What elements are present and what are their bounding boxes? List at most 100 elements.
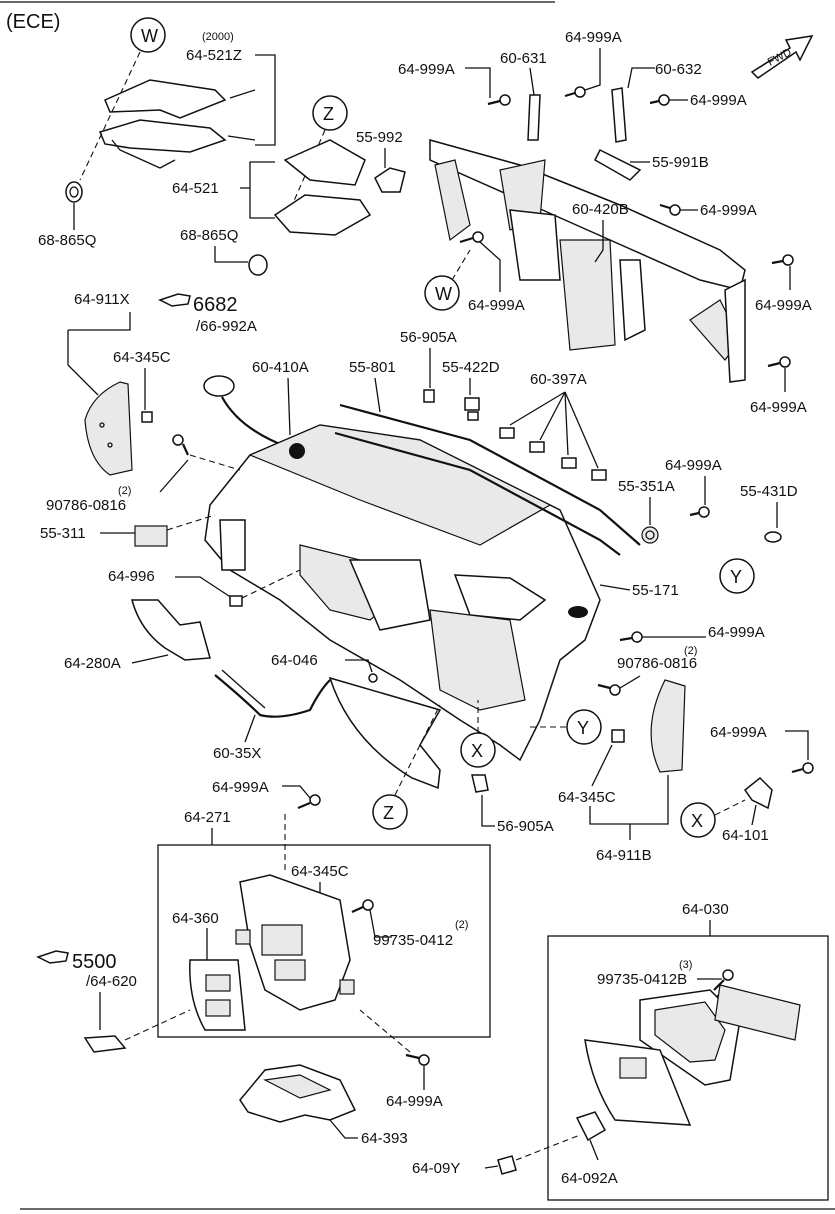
label-64-280A: 64-280A [64,655,121,672]
callout-y-right-label: Y [730,567,742,587]
label-55-351A: 55-351A [618,478,675,495]
side-panel-64-911B-drawing [650,679,686,773]
label-55-991B: 55-991B [652,154,709,171]
label-55-992: 55-992 [356,129,403,146]
label-64-999A-i: 64-999A [708,624,765,641]
label-64-999A-a: 64-999A [398,61,455,78]
glovebox-lid-lower [328,676,442,790]
cross-member-60-420B-drawing [429,87,746,383]
label-60-35X: 60-35X [213,745,261,762]
connectors-60-397A [499,391,607,481]
market-label: (ECE) [6,11,60,33]
callout-z-top-label: Z [323,104,334,124]
bolt-64-999A-j [791,762,814,774]
ref-64-620: /64-620 [86,973,137,990]
callout-y-mid [566,709,602,745]
qty-90786-b: (2) [684,645,697,657]
callout-w-top-label: W [141,26,158,46]
label-64-999A-d: 64-999A [700,202,757,219]
box-64-271 [157,844,491,1038]
latch-64-092A [575,1111,607,1142]
bolt-90786-0816-b [597,683,621,696]
label-64-999A-b: 64-999A [565,29,622,46]
qty-99735-a: (2) [455,919,468,931]
label-60-632: 60-632 [655,61,702,78]
bolt-64-999A-i [619,631,643,643]
clip-55-422D [464,397,480,421]
label-64-030: 64-030 [682,901,729,918]
label-56-905A-b: 56-905A [497,818,554,835]
label-64-09Y: 64-09Y [412,1160,460,1177]
bracket-64-101 [743,776,773,810]
callout-w-mid [424,275,460,311]
callout-y-right [719,558,755,594]
label-64-345C-b: 64-345C [558,789,616,806]
qty-99735-b: (3) [679,959,692,971]
label-60-410A: 60-410A [252,359,309,376]
label-64-101: 64-101 [722,827,769,844]
callout-x-right [680,802,716,838]
label-60-631: 60-631 [500,50,547,67]
clip-64-620 [83,1035,127,1053]
label-64-999A-e: 64-999A [468,297,525,314]
clip-64-345C-a [141,411,153,423]
label-64-360: 64-360 [172,910,219,927]
label-64-911X: 64-911X [74,291,130,308]
bolt-64-999A-g [767,356,791,368]
label-99735-0412B: 99735-0412B [597,971,687,988]
label-60-397A: 60-397A [530,371,587,388]
label-64-999A-k: 64-999A [212,779,269,796]
clip-68-865Q-b [248,254,268,276]
bolt-64-999A-k [297,794,321,810]
side-panel-64-911X-drawing [84,381,133,476]
label-64-521: 64-521 [172,180,219,197]
console-bezel-64-271 [235,874,355,1011]
label-68-865Q-b: 68-865Q [180,227,238,244]
panel-64-360 [189,959,246,1031]
lower-cover-64-393 [239,1064,357,1123]
dashboard-60-410A-drawing [204,424,601,762]
label-64-345C-a: 64-345C [113,349,171,366]
label-64-999A-f: 64-999A [755,297,812,314]
label-64-999A-l: 64-999A [386,1093,443,1110]
callout-z-mid [372,794,408,830]
label-64-996: 64-996 [108,568,155,585]
ref-6682: 6682 [193,294,238,316]
bolt-64-999A-l [405,1053,430,1066]
label-99735-0412: 99735-0412 [373,932,453,949]
callout-x-right-label: X [691,811,703,831]
cover-64-280A [131,599,211,661]
label-64-999A-h: 64-999A [665,457,722,474]
bracket-64-521-drawing [273,139,372,236]
callout-x-mid-label: X [471,741,483,761]
callout-w-top [130,17,166,53]
bolt-64-999A-e [459,231,484,244]
trim-55-801 [339,403,641,546]
clip-68-865Q-a [65,181,83,203]
clip-64-046 [368,673,378,683]
fwd-arrow-icon: FWD [750,35,814,79]
label-64-092A: 64-092A [561,1170,618,1187]
ref-5500: 5500 [72,951,117,973]
label-55-311: 55-311 [40,525,86,542]
callout-z-mid-label: Z [383,803,394,823]
label-55-171: 55-171 [632,582,679,599]
label-55-801: 55-801 [349,359,396,376]
bolt-64-999A-a [487,94,511,106]
pointer-hand-icon-5500 [36,950,69,964]
bolt-99735-0412B [713,969,734,991]
label-64-911B: 64-911B [596,847,652,864]
fwd-label: FWD [766,46,794,68]
bolt-64-999A-b [564,86,586,98]
clip-55-431D [764,531,782,543]
clip-64-345C-b [611,729,625,743]
label-64-393: 64-393 [361,1130,408,1147]
glovebox-64-030-drawing [584,984,801,1126]
duct-60-35X [214,669,331,718]
bracket-64-521Z-drawing [98,79,227,169]
label-56-905A-a: 56-905A [400,329,457,346]
label-90786-0816-a: 90786-0816 [46,497,126,514]
label-64-521Z: 64-521Z [186,47,242,64]
